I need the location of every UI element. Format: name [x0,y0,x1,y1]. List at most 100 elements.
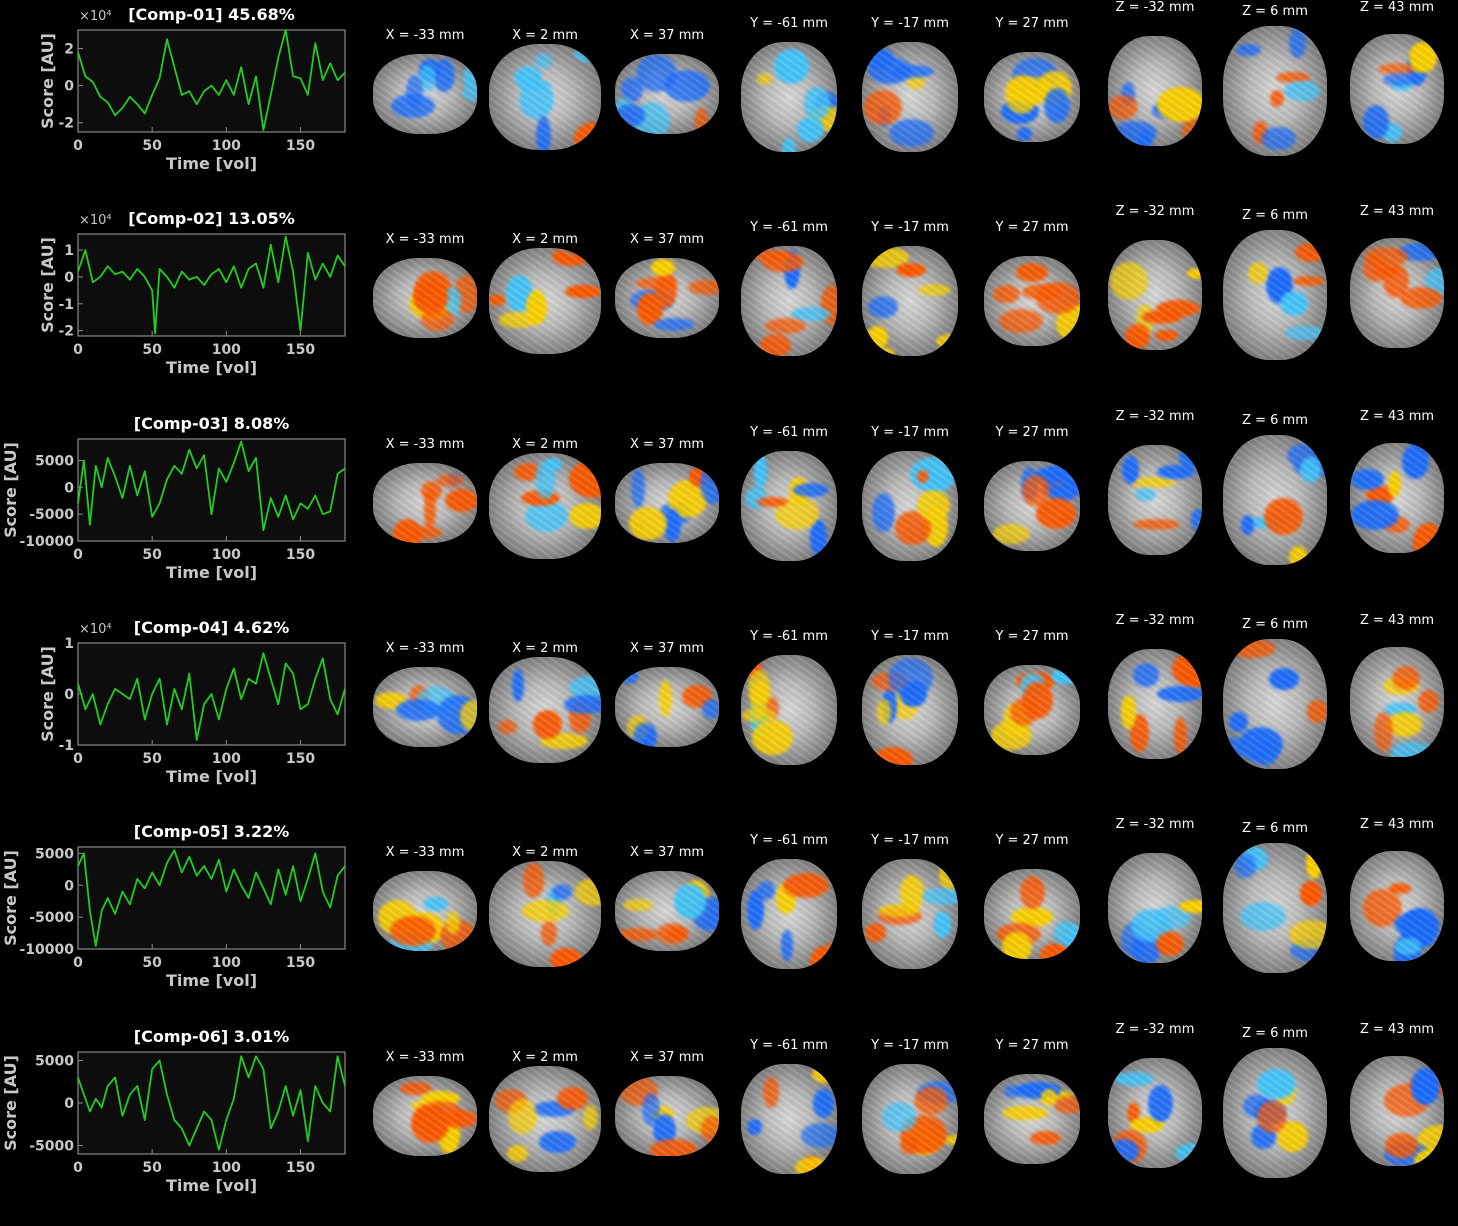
negative-activation-blob [1393,911,1439,936]
brain-image [984,460,1080,551]
negative-activation-blob [463,66,477,90]
negative-activation-blob [1233,854,1256,879]
brain-slice: X = 2 mm [483,1022,607,1222]
component-score-line [77,652,346,741]
negative-activation-blob [1054,921,1079,947]
slice-coordinate-label: X = 37 mm [629,640,705,656]
slice-coordinate-label: Z = -32 mm [1115,0,1195,15]
positive-activation-blob [752,720,794,755]
negative-activation-blob [791,307,832,321]
slice-coordinate-label: Y = 27 mm [995,833,1069,849]
brain-image [1350,442,1444,553]
y-axis-label: Score [AU] [38,237,57,333]
negative-activation-blob [1178,446,1202,470]
brain-slice: Y = -61 mm [735,817,843,1017]
y-tick-label: -10000 [19,942,74,958]
brain-slice: Y = 27 mm [978,817,1086,1017]
positive-activation-blob [1382,515,1410,533]
brain-image [1350,238,1444,349]
positive-activation-blob [683,880,710,919]
y-tick-label: 0 [64,878,74,894]
positive-activation-blob [421,480,443,502]
brain-slice: Z = -32 mm [1102,204,1208,404]
brain-image [1108,240,1202,351]
positive-activation-blob [1126,1101,1141,1125]
negative-activation-blob [1256,1068,1296,1099]
positive-activation-blob [409,526,442,540]
positive-activation-blob [1383,1084,1429,1117]
positive-activation-blob [651,1106,674,1124]
slice-coordinate-label: Y = -61 mm [750,628,828,644]
brain-image [489,1065,601,1172]
brain-image [615,871,719,952]
brain-slice: Z = 6 mm [1217,613,1333,813]
negative-activation-blob [864,47,895,68]
positive-activation-blob [808,106,837,132]
brain-slice: Z = 43 mm [1344,1022,1450,1222]
brain-slice: X = 37 mm [609,613,725,813]
positive-activation-blob [412,281,449,315]
component-title: [Comp-01] 45.68% [128,5,295,24]
positive-activation-blob [789,476,810,505]
brain-slice: X = 37 mm [609,204,725,404]
negative-activation-blob [1286,442,1327,468]
y-tick-label: 1 [64,243,74,259]
positive-activation-blob [374,692,408,709]
x-tick-label: 150 [286,547,315,563]
brain-slice: X = 2 mm [483,204,607,404]
positive-activation-blob [378,900,418,935]
brain-image [1223,843,1327,974]
brain-slice: Z = 6 mm [1217,204,1333,404]
negative-activation-blob [1350,500,1399,531]
x-tick-label: 150 [286,751,315,767]
positive-activation-blob [1382,264,1409,299]
positive-activation-blob [900,1114,947,1155]
x-axis-label: Time [vol] [166,358,257,377]
brain-image [1223,1047,1327,1178]
plot-area [77,846,346,950]
brain-slice: X = 2 mm [483,0,607,200]
positive-activation-blob [1141,310,1182,325]
positive-activation-blob [390,915,437,947]
negative-activation-blob [1401,908,1439,948]
positive-activation-blob [1040,1089,1057,1107]
negative-activation-blob [872,492,895,533]
negative-activation-blob [505,275,533,312]
brain-slice: Z = 6 mm [1217,0,1333,200]
positive-activation-blob [410,1099,434,1112]
y-axis-label: Score [AU] [1,1055,20,1151]
negative-activation-blob [443,287,461,315]
slice-coordinate-label: X = -33 mm [385,232,465,248]
positive-activation-blob [775,497,820,530]
positive-activation-blob [900,875,925,911]
brain-image [741,42,837,152]
brain-slice: Y = -61 mm [735,613,843,813]
positive-activation-blob [825,941,837,970]
x-tick-label: 100 [212,1160,241,1176]
positive-activation-blob [914,1086,949,1115]
slice-coordinate-label: Z = -32 mm [1115,204,1195,220]
component-title: [Comp-02] 13.05% [128,209,295,228]
negative-activation-blob [615,104,645,127]
slice-coordinate-label: Z = 43 mm [1359,817,1435,833]
negative-activation-blob [792,483,829,498]
negative-activation-blob [781,138,796,152]
negative-activation-blob [1043,88,1070,124]
positive-activation-blob [1275,71,1310,84]
y-tick-label: 1 [64,636,74,652]
y-tick-label: 0 [64,79,74,95]
positive-activation-blob [907,1125,942,1155]
x-tick-label: 50 [142,1160,162,1176]
negative-activation-blob [814,91,837,118]
negative-activation-blob [1174,1142,1202,1164]
x-tick-label: 50 [142,138,162,154]
negative-activation-blob [1000,99,1040,124]
brain-slice: Y = -61 mm [735,1022,843,1222]
slice-coordinate-label: Y = -17 mm [871,424,949,440]
negative-activation-blob [1134,488,1157,501]
negative-activation-blob [881,687,897,723]
positive-activation-blob [900,1135,920,1155]
